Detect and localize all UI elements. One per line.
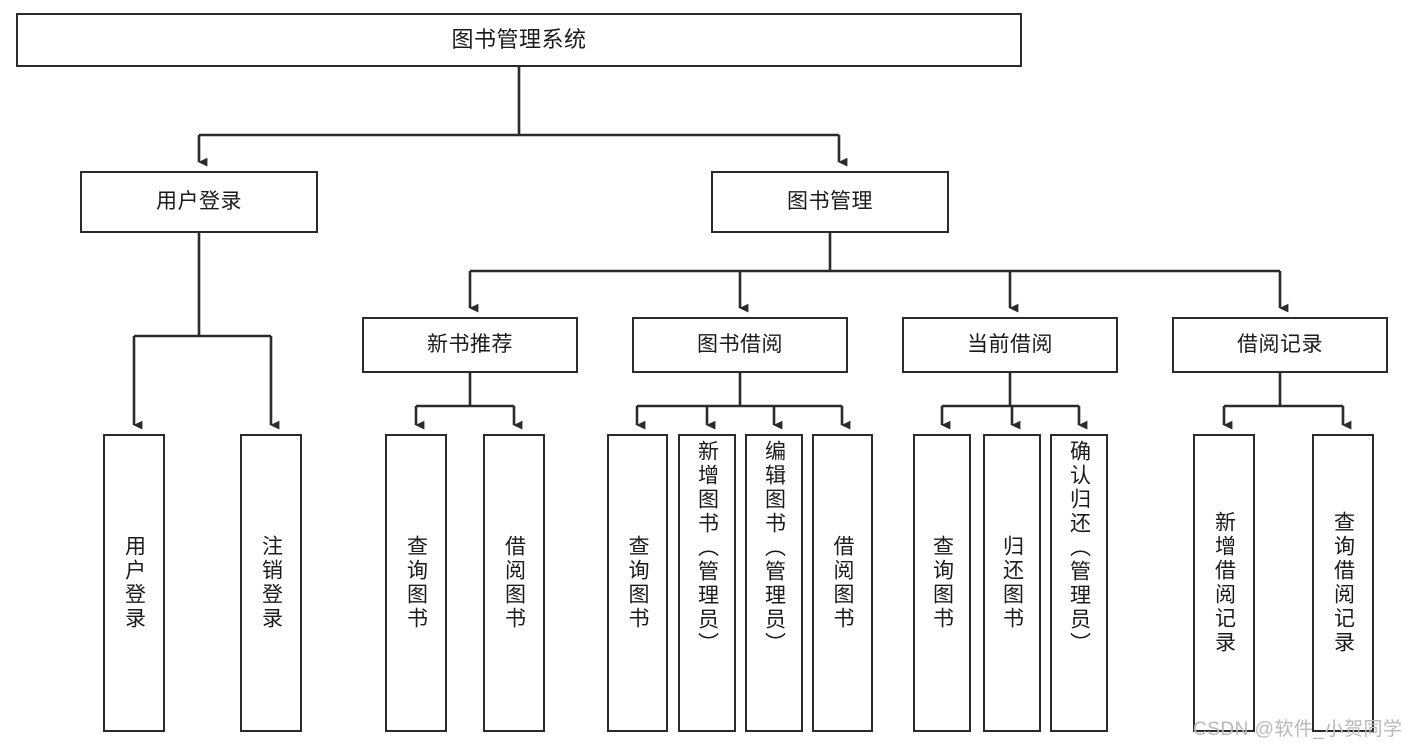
node-leaf-add-book-label: 新增图书（管理员） [695,440,719,656]
node-new-book-recommend-label: 新书推荐 [427,332,513,356]
node-leaf-add-book[interactable]: 新增图书（管理员） [678,434,736,732]
node-book-borrow-label: 图书借阅 [697,332,783,356]
node-leaf-confirm-return[interactable]: 确认归还（管理员） [1050,434,1108,732]
node-user-login-label: 用户登录 [156,189,242,213]
node-leaf-borrow-book-1[interactable]: 借阅图书 [483,434,545,732]
node-leaf-borrow-book-2-label: 借阅图书 [831,535,854,631]
node-leaf-user-logout-label: 注销登录 [259,535,283,631]
node-leaf-query-book-2-label: 查询图书 [626,535,649,631]
node-borrow-record-label: 借阅记录 [1237,332,1323,356]
node-root-label: 图书管理系统 [451,27,587,53]
node-user-login[interactable]: 用户登录 [80,171,318,233]
node-book-management-label: 图书管理 [787,189,873,213]
node-borrow-record[interactable]: 借阅记录 [1172,317,1388,373]
node-current-borrow[interactable]: 当前借阅 [902,317,1118,373]
node-leaf-borrow-book-1-label: 借阅图书 [502,535,526,631]
node-leaf-return-book-label: 归还图书 [1000,535,1024,631]
node-leaf-user-login-label: 用户登录 [122,535,146,631]
node-leaf-query-borrow-record[interactable]: 查询借阅记录 [1312,434,1374,732]
node-leaf-query-book-3-label: 查询图书 [930,535,954,631]
csdn-watermark: CSDN @软件_小贺同学 [1193,719,1403,740]
node-leaf-query-book-1-label: 查询图书 [404,535,428,631]
node-leaf-return-book[interactable]: 归还图书 [983,434,1041,732]
node-new-book-recommend[interactable]: 新书推荐 [362,317,578,373]
node-leaf-query-book-2[interactable]: 查询图书 [607,434,668,732]
node-book-borrow[interactable]: 图书借阅 [632,317,848,373]
node-current-borrow-label: 当前借阅 [967,332,1053,356]
node-leaf-user-login[interactable]: 用户登录 [103,434,165,732]
node-leaf-confirm-return-label: 确认归还（管理员） [1067,440,1091,656]
node-leaf-borrow-book-2[interactable]: 借阅图书 [812,434,873,732]
node-leaf-edit-book[interactable]: 编辑图书（管理员） [745,434,803,732]
node-leaf-query-book-1[interactable]: 查询图书 [385,434,447,732]
node-leaf-add-borrow-record[interactable]: 新增借阅记录 [1193,434,1255,732]
node-leaf-query-book-3[interactable]: 查询图书 [913,434,971,732]
node-leaf-edit-book-label: 编辑图书（管理员） [762,440,786,656]
node-book-management[interactable]: 图书管理 [711,171,949,233]
node-leaf-query-borrow-record-label: 查询借阅记录 [1331,511,1355,655]
node-leaf-user-logout[interactable]: 注销登录 [240,434,302,732]
node-leaf-add-borrow-record-label: 新增借阅记录 [1212,511,1236,655]
node-root[interactable]: 图书管理系统 [16,13,1022,67]
